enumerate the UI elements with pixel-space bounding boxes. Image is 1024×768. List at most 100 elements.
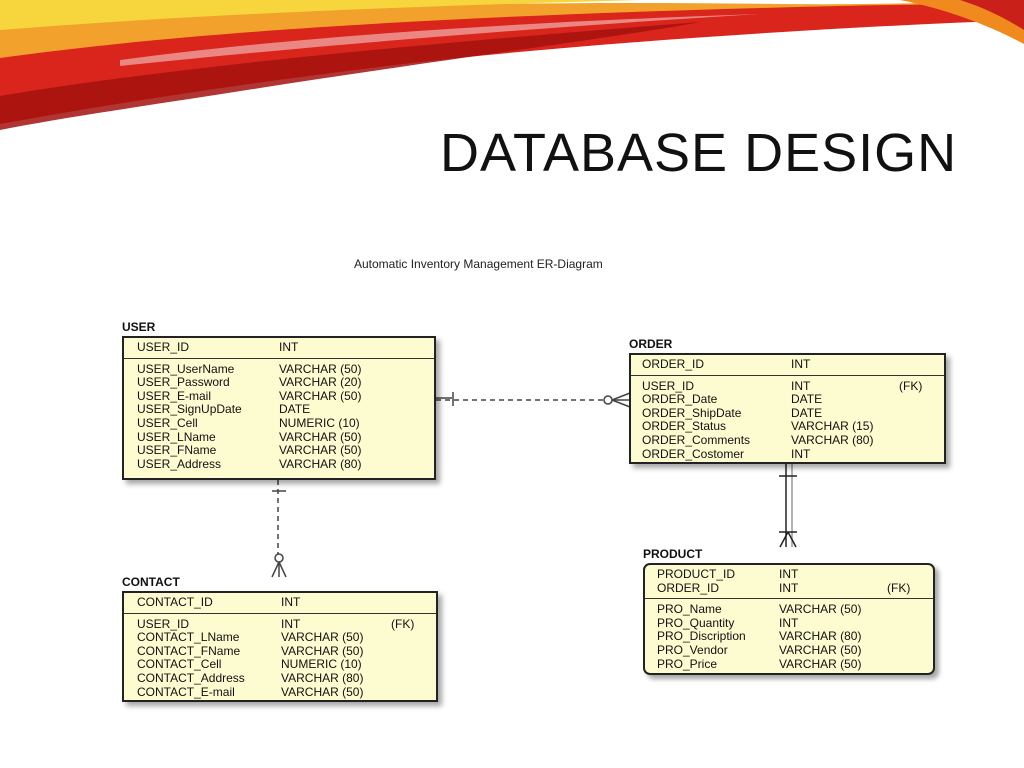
field-name: ORDER_ID (642, 357, 705, 371)
swoosh-orange-band (0, 0, 1024, 92)
data-type: VARCHAR (50) (279, 388, 362, 403)
data-type: INT (779, 580, 799, 595)
data-type: VARCHAR (80) (791, 432, 874, 447)
user-attribute-row: USER_Cell NUMERIC (10) (124, 415, 434, 431)
order-attribute-row: ORDER_Comments VARCHAR (80) (631, 432, 944, 448)
swoosh-right-red (960, 0, 1024, 30)
data-type: INT (279, 340, 299, 354)
swoosh-red-band (0, 4, 1024, 125)
field-name: ORDER_Status (642, 419, 727, 434)
field-name: ORDER_ID (657, 580, 720, 595)
data-type: INT (281, 595, 301, 609)
contact-primary-key-section: CONTACT_ID INT (124, 593, 436, 614)
data-type: VARCHAR (50) (779, 642, 862, 657)
field-name: CONTACT_FName (137, 643, 241, 658)
field-name: USER_E-mail (137, 388, 212, 403)
data-type: INT (779, 567, 799, 581)
field-name: CONTACT_ID (137, 595, 213, 609)
order-attribute-row: ORDER_Status VARCHAR (15) (631, 420, 944, 434)
swoosh-dark-red-band (0, 22, 700, 130)
entity-label-product: PRODUCT (643, 547, 703, 561)
data-type: VARCHAR (50) (779, 602, 862, 617)
data-type: VARCHAR (50) (281, 643, 364, 658)
key-marker: (FK) (899, 378, 923, 393)
contact-attribute-row: USER_ID INT (FK) (124, 616, 436, 632)
data-type: DATE (791, 405, 823, 420)
field-name: CONTACT_Cell (137, 657, 222, 672)
entity-label-order: ORDER (629, 337, 673, 351)
entity-label-contact: CONTACT (122, 575, 180, 589)
order-attribute-row: ORDER_Costomer INT (631, 446, 944, 462)
field-name: USER_Cell (137, 415, 198, 430)
field-name: PRO_Discription (657, 629, 746, 644)
data-type: VARCHAR (50) (279, 429, 362, 444)
key-marker: (FK) (887, 580, 911, 595)
order-attribute-row: ORDER_ShipDate DATE (631, 405, 944, 421)
field-name: ORDER_ShipDate (642, 405, 742, 420)
field-name: CONTACT_Address (137, 670, 245, 685)
data-type: VARCHAR (20) (279, 375, 362, 390)
order-attribute-row: ORDER_Date DATE (631, 393, 944, 407)
field-name: ORDER_Date (642, 392, 718, 407)
diagram-subtitle: Automatic Inventory Management ER-Diagra… (354, 257, 603, 271)
data-type: VARCHAR (80) (279, 456, 362, 471)
data-type: DATE (279, 402, 311, 417)
data-type: VARCHAR (50) (779, 656, 862, 671)
field-name: USER_ID (642, 378, 695, 393)
data-type: INT (281, 616, 301, 631)
order-attribute-row: USER_ID INT (FK) (631, 378, 944, 394)
field-name: USER_FName (137, 443, 217, 458)
user-attribute-row: USER_Address VARCHAR (80) (124, 456, 434, 472)
field-name: CONTACT_LName (137, 630, 240, 645)
field-name: USER_Address (137, 456, 222, 471)
entity-label-user: USER (122, 320, 156, 334)
field-name: PRO_Vendor (657, 642, 728, 657)
product-attribute-row: PRO_Quantity INT (645, 615, 933, 631)
contact-attribute-row: CONTACT_LName VARCHAR (50) (124, 631, 436, 645)
data-type: VARCHAR (50) (281, 630, 364, 645)
data-type: NUMERIC (10) (279, 415, 360, 430)
field-name: PRO_Quantity (657, 615, 735, 630)
rel-order-product (779, 464, 797, 548)
data-type: DATE (791, 392, 823, 407)
field-name: USER_ID (137, 616, 190, 631)
field-name: USER_LName (137, 429, 216, 444)
product-primary-key-section: PRODUCT_ID INT ORDER_ID INT (FK) (645, 565, 933, 600)
contact-attribute-row: CONTACT_FName VARCHAR (50) (124, 643, 436, 659)
field-name: ORDER_Costomer (642, 446, 745, 461)
contact-pk-attribute-row: CONTACT_ID INT (124, 595, 436, 610)
data-type: INT (791, 446, 811, 461)
data-type: NUMERIC (10) (281, 657, 362, 672)
field-name: PRODUCT_ID (657, 567, 736, 581)
rel-user-contact (271, 480, 287, 578)
field-name: USER_SignUpDate (137, 402, 242, 417)
key-marker: (FK) (391, 616, 415, 631)
product-attribute-row: PRO_Vendor VARCHAR (50) (645, 642, 933, 658)
data-type: VARCHAR (50) (281, 684, 364, 699)
product-pk-attribute-row: PRODUCT_ID INT (645, 567, 933, 582)
data-type: INT (779, 615, 799, 630)
data-type: INT (791, 378, 811, 393)
slide-title: DATABASE DESIGN (440, 123, 958, 183)
user-attribute-row: USER_SignUpDate DATE (124, 403, 434, 417)
data-type: VARCHAR (50) (279, 361, 362, 376)
data-type: VARCHAR (15) (791, 419, 874, 434)
field-name: ORDER_Comments (642, 432, 751, 447)
